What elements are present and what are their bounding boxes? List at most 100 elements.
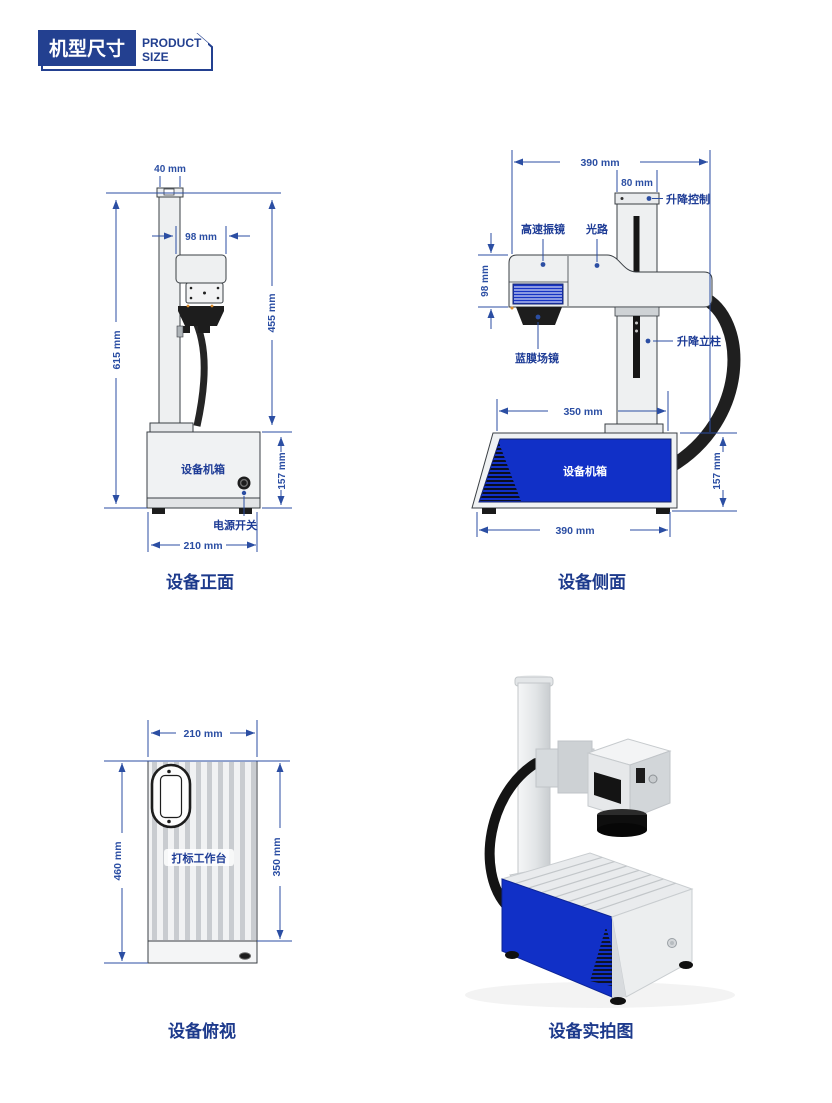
head-vent-grille — [594, 772, 621, 804]
foot — [610, 997, 626, 1005]
photo-caption: 设备实拍图 — [549, 1021, 634, 1041]
vent-grille — [480, 443, 521, 501]
heatsink-fins — [514, 286, 562, 303]
dim-157mm-side: 157 mm — [712, 452, 723, 489]
label-worktable: 打标工作台 — [172, 851, 227, 865]
front-dimensions: 40 mm 615 mm 455 mm 98 mm 157 mm — [104, 164, 292, 552]
power-button — [239, 952, 251, 960]
column — [158, 196, 181, 424]
leader-dot — [646, 196, 652, 201]
leader-dot — [540, 262, 546, 267]
lens-leg — [198, 326, 210, 333]
dim-80mm: 80 mm — [621, 178, 653, 189]
foot — [482, 508, 496, 514]
head-plate-screws — [189, 286, 220, 300]
chassis-front-edge — [147, 940, 258, 964]
foot — [505, 951, 519, 959]
indicator-dot — [510, 306, 514, 310]
slot-screw — [635, 321, 638, 325]
top-caption: 设备俯视 — [168, 1021, 236, 1041]
foot — [679, 961, 693, 969]
leader-dot — [645, 338, 651, 344]
machine-photo — [465, 675, 735, 1008]
head-label — [636, 768, 645, 783]
leader-dot — [535, 314, 541, 320]
dim-40mm: 40 mm — [154, 164, 186, 175]
label-field-lens: 蓝膜场镜 — [515, 351, 559, 365]
badge-subtitle-line1: PRODUCT — [142, 36, 202, 50]
label-lift-column: 升降立柱 — [677, 334, 721, 348]
power-button-dot — [670, 941, 674, 945]
dim-350mm: 350 mm — [563, 406, 602, 418]
mount-screw — [167, 819, 171, 824]
label-galvo: 高速振镜 — [521, 222, 565, 236]
slot-screw — [635, 329, 638, 333]
label-chassis: 设备机箱 — [563, 464, 607, 478]
leader-dot — [594, 263, 600, 268]
dim-98mm: 98 mm — [185, 232, 217, 243]
indicator-dot — [186, 304, 190, 308]
cap-screw — [620, 197, 624, 200]
mount-screw — [167, 769, 171, 774]
foot — [239, 508, 252, 514]
dim-460mm: 460 mm — [112, 841, 124, 880]
cap-notch — [163, 188, 175, 196]
chassis-bottom-strip — [146, 497, 261, 509]
cable — [663, 290, 741, 474]
column-slot-lower — [633, 316, 640, 378]
front-view-diagram: 设备机箱 40 mm 615 mm 455 mm 98 mm 157 mm — [104, 164, 292, 592]
marking-head — [175, 254, 227, 284]
top-dimensions: 210 mm 460 mm 350 mm — [104, 720, 292, 964]
badge-title-cn: 机型尺寸 — [49, 37, 125, 60]
base-top-stripes — [515, 856, 676, 912]
power-button — [237, 476, 251, 490]
header-badge: 机型尺寸 PRODUCT SIZE — [38, 30, 213, 71]
dim-210mm: 210 mm — [183, 540, 222, 552]
cable — [484, 758, 541, 910]
badge-cn-block — [38, 30, 136, 66]
dim-210mm-top: 210 mm — [183, 728, 222, 740]
column-foot — [604, 423, 664, 434]
leader-dot — [241, 490, 247, 496]
column-clamp — [614, 306, 660, 317]
side-view-diagram: 设备机箱 390 mm 80 mm 升降控制 高速振镜 光路 — [471, 150, 741, 592]
side-dimensions: 390 mm 80 mm 升降控制 高速振镜 光路 98 mm 蓝膜场镜 升降 — [476, 150, 737, 537]
front-machine: 设备机箱 — [146, 187, 261, 514]
foot — [152, 508, 165, 514]
base-slant-edge — [612, 917, 626, 997]
label-backplate — [164, 849, 234, 866]
dim-98mm-side: 98 mm — [480, 265, 491, 297]
dim-455mm: 455 mm — [266, 293, 278, 332]
indicator-dot — [210, 304, 214, 308]
head-back-block — [557, 740, 593, 794]
dim-350mm-top: 350 mm — [271, 837, 283, 876]
photo-view: 设备实拍图 — [465, 675, 735, 1041]
top-machine: 打标工作台 — [147, 760, 258, 964]
label-power-switch: 电源开关 — [213, 518, 257, 532]
dim-615mm: 615 mm — [111, 330, 123, 369]
foot — [656, 508, 670, 514]
column-base-plate — [149, 422, 194, 433]
label-lift-control: 升降控制 — [666, 192, 710, 206]
front-caption: 设备正面 — [166, 572, 234, 592]
lens-leg — [183, 326, 190, 333]
dim-390mm-top: 390 mm — [580, 157, 619, 169]
chassis-blue-panel — [478, 438, 672, 503]
connector — [648, 774, 658, 784]
dim-157mm: 157 mm — [277, 452, 288, 489]
side-machine: 设备机箱 — [471, 192, 741, 514]
power-button-ring — [239, 478, 249, 488]
lens-bottom — [597, 823, 647, 837]
dim-390mm-bottom: 390 mm — [555, 525, 594, 537]
badge-subtitle-line2: SIZE — [142, 50, 169, 64]
top-view-diagram: 打标工作台 210 mm 460 mm 350 mm 设备俯视 — [104, 720, 292, 1041]
cable — [190, 316, 208, 427]
label-light-path: 光路 — [585, 222, 609, 236]
side-caption: 设备侧面 — [558, 572, 626, 592]
column-slot-upper — [633, 216, 640, 272]
shadow — [465, 982, 735, 1008]
lens-mount — [178, 306, 224, 326]
label-chassis: 设备机箱 — [181, 462, 225, 476]
side-tab — [176, 325, 184, 338]
